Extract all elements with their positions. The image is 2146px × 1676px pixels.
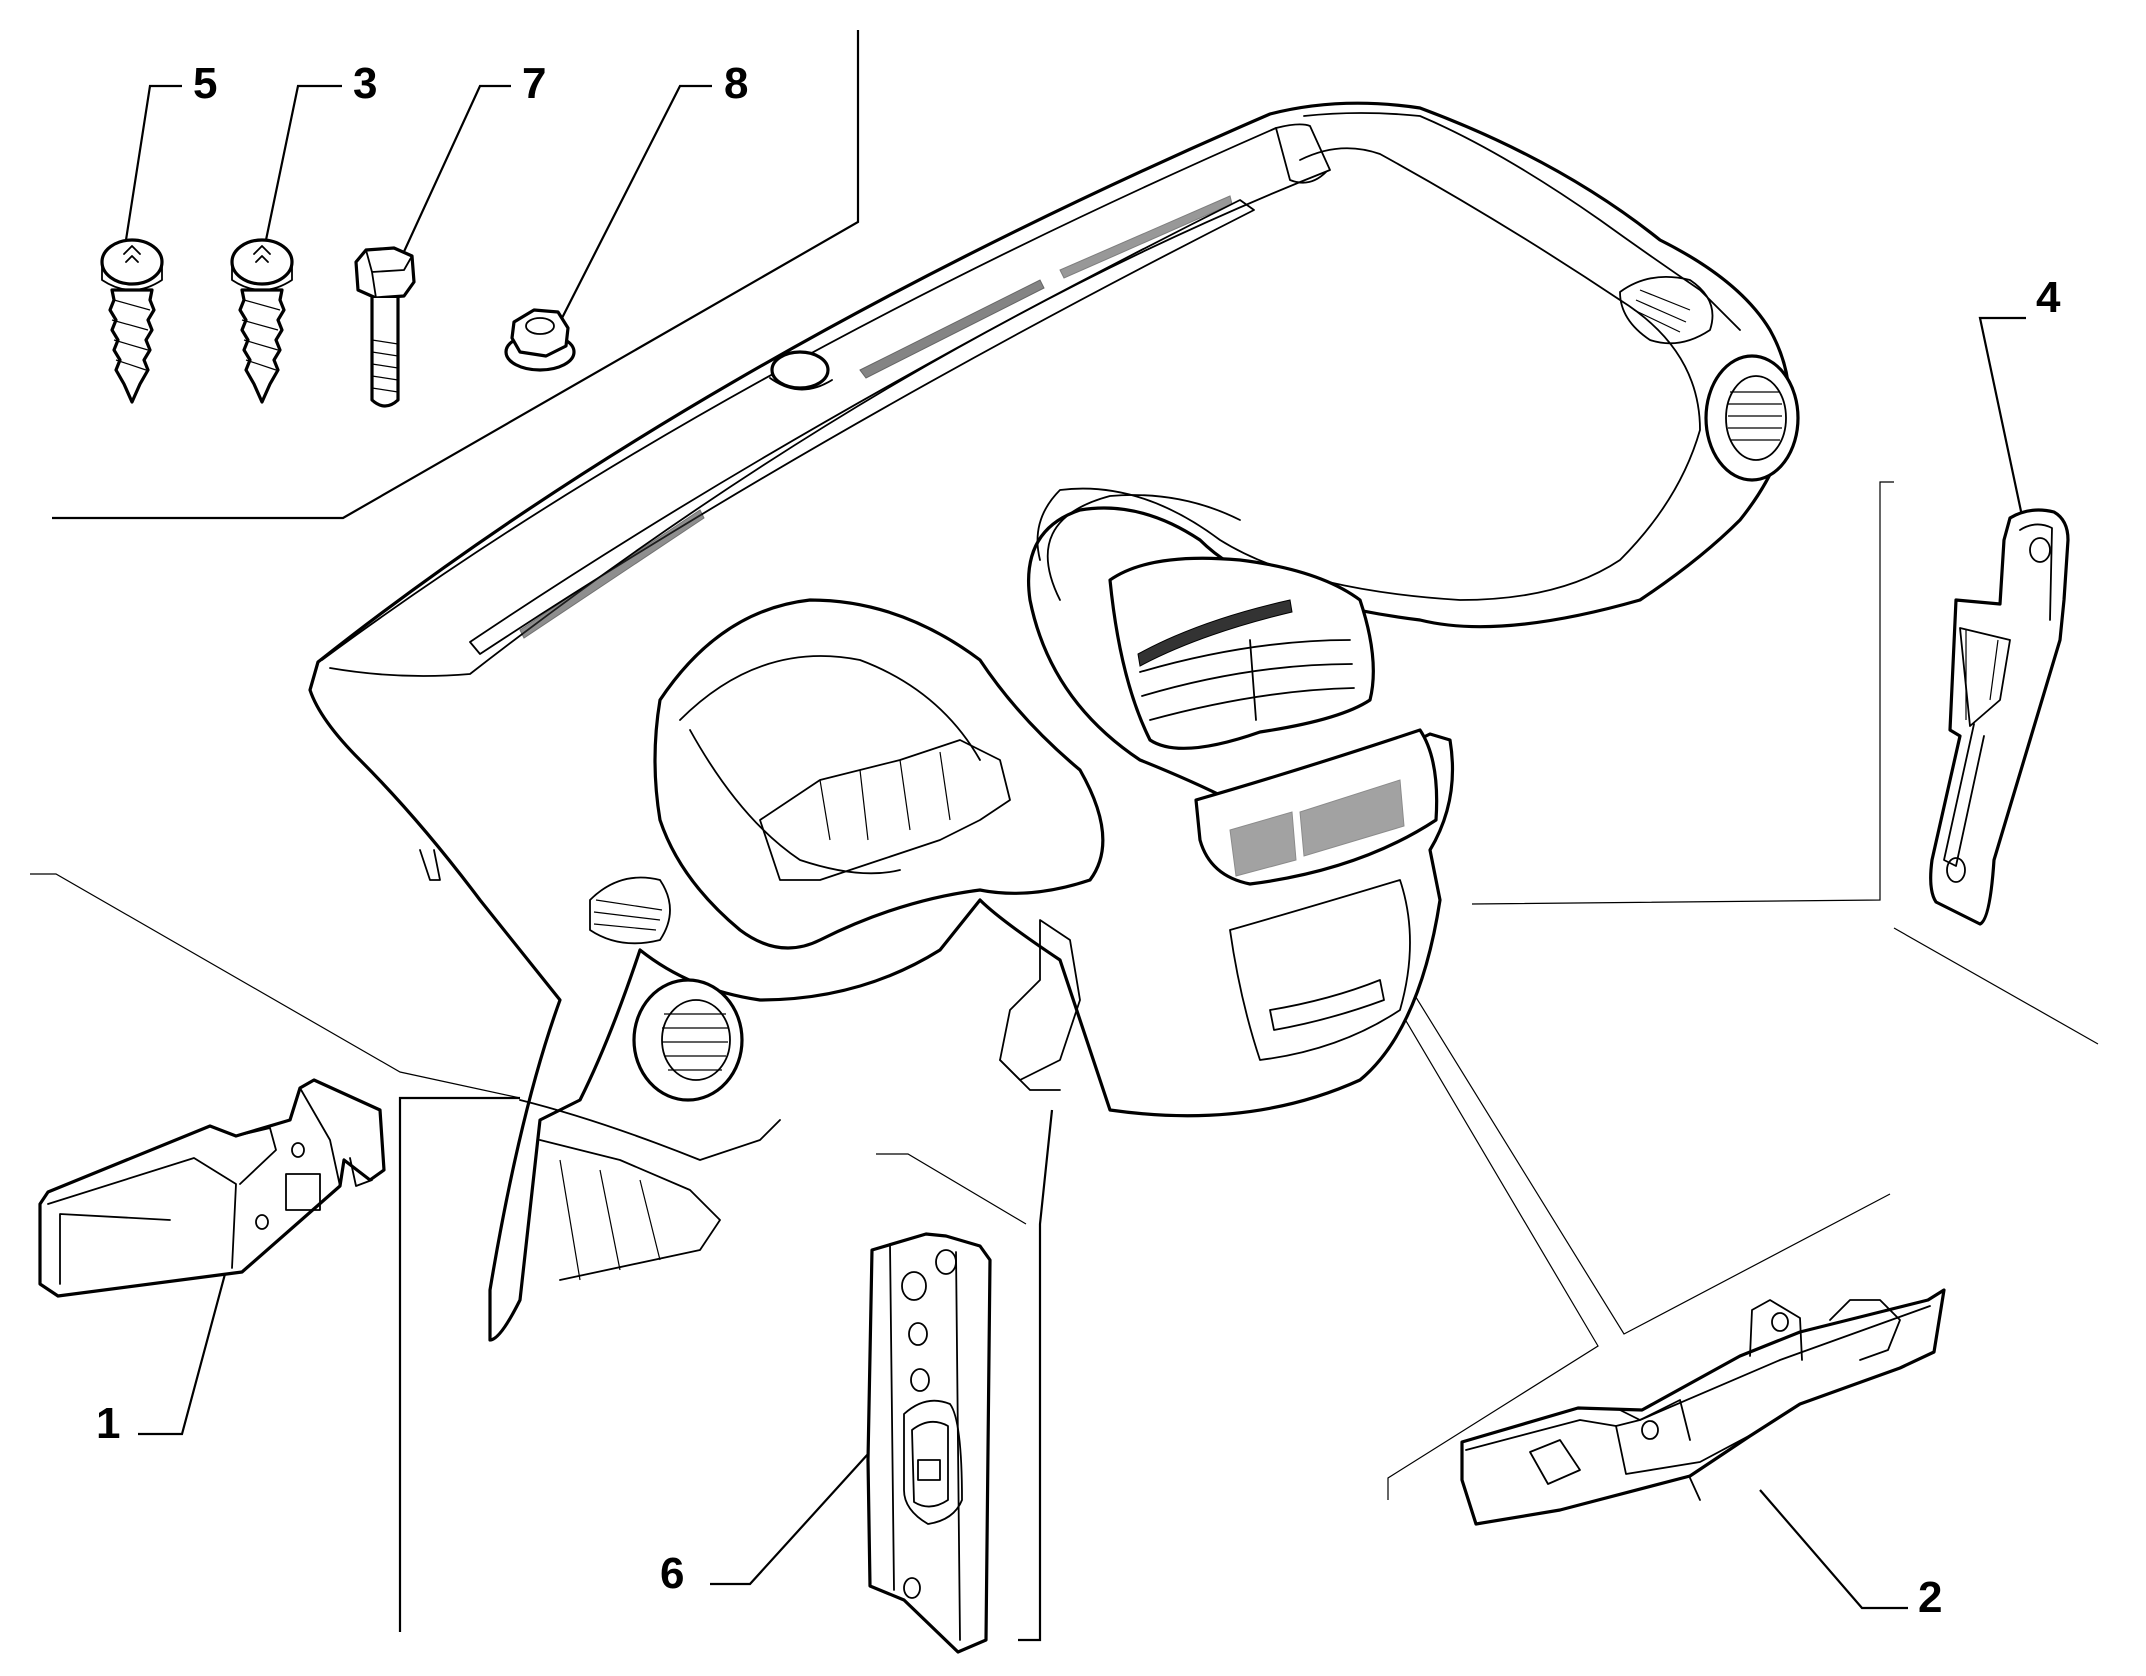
nut-8-icon (504, 308, 576, 372)
leader-lines (30, 30, 2099, 1642)
screw-3-icon (230, 238, 294, 404)
bracket-1 (38, 1078, 386, 1298)
bracket-4 (1929, 508, 2070, 926)
callout-6: 6 (660, 1549, 684, 1598)
callout-3: 3 (353, 59, 377, 108)
beam-2 (1460, 1288, 1946, 1526)
bolt-7-icon (354, 246, 416, 408)
callout-1: 1 (96, 1399, 120, 1448)
dashboard-assembly (308, 101, 1800, 1342)
callout-7: 7 (522, 59, 546, 108)
callout-5: 5 (193, 59, 217, 108)
callout-8: 8 (724, 59, 748, 108)
screw-5-icon (100, 238, 164, 404)
callout-2: 2 (1918, 1573, 1942, 1622)
strut-6 (866, 1232, 992, 1654)
callout-4: 4 (2036, 273, 2061, 322)
